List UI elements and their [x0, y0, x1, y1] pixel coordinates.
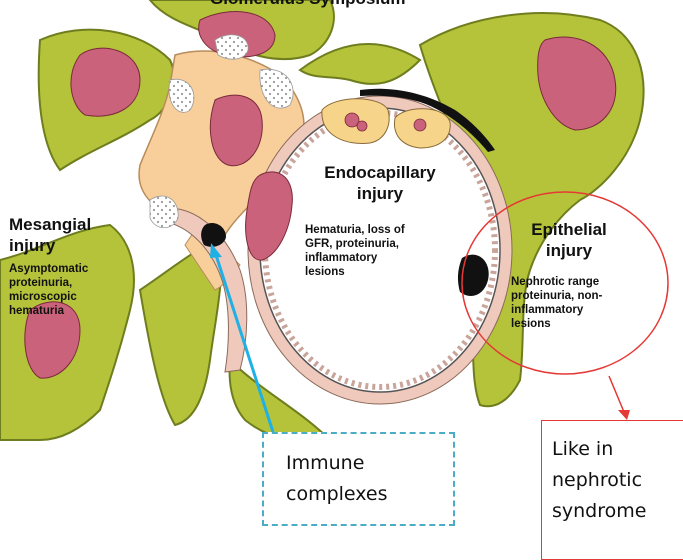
- epithelial-desc-line: proteinuria, non-: [511, 289, 602, 303]
- immune-complexes-callout: Immune complexes: [262, 432, 455, 526]
- immune-callout-line: complexes: [286, 479, 388, 510]
- endocapillary-desc-line: Hematuria, loss of: [305, 223, 405, 237]
- nephrotic-callout-line: nephrotic: [552, 465, 646, 496]
- nephrotic-arrow-head: [618, 410, 630, 420]
- epithelial-title-line1: Epithelial: [524, 219, 614, 240]
- nephrotic-callout-line: syndrome: [552, 496, 646, 527]
- mesangial-title-line1: Mesangial: [9, 214, 91, 235]
- mesangial-title: Mesangial injury: [9, 214, 91, 256]
- mesangial-desc-line: Asymptomatic: [9, 262, 88, 276]
- epithelial-desc-line: lesions: [511, 317, 602, 331]
- mesangial-description: Asymptomatic proteinuria, microscopic he…: [9, 262, 88, 318]
- endocapillary-title-line2: injury: [313, 183, 447, 204]
- nephrotic-syndrome-callout: Like in nephrotic syndrome: [541, 420, 683, 560]
- nephrotic-callout-line: Like in: [552, 434, 646, 465]
- mesangial-desc-line: proteinuria,: [9, 276, 88, 290]
- mesangial-title-line2: injury: [9, 235, 91, 256]
- endocapillary-description: Hematuria, loss of GFR, proteinuria, inf…: [305, 223, 405, 279]
- endocapillary-desc-line: lesions: [305, 265, 405, 279]
- mesangial-desc-line: hematuria: [9, 304, 88, 318]
- epithelial-title: Epithelial injury: [524, 219, 614, 261]
- epithelial-description: Nephrotic range proteinuria, non- inflam…: [511, 275, 602, 331]
- endocapillary-desc-line: inflammatory: [305, 251, 405, 265]
- epithelial-title-line2: injury: [524, 240, 614, 261]
- mesangial-desc-line: microscopic: [9, 290, 88, 304]
- endocapillary-desc-line: GFR, proteinuria,: [305, 237, 405, 251]
- endocapillary-title: Endocapillary injury: [313, 162, 447, 204]
- nephrotic-arrow-line: [609, 376, 624, 412]
- endocapillary-title-line1: Endocapillary: [313, 162, 447, 183]
- clipped-top-title: Glomerulus Symposium: [210, 0, 406, 8]
- epithelial-desc-line: Nephrotic range: [511, 275, 602, 289]
- epithelial-desc-line: inflammatory: [511, 303, 602, 317]
- immune-callout-line: Immune: [286, 448, 388, 479]
